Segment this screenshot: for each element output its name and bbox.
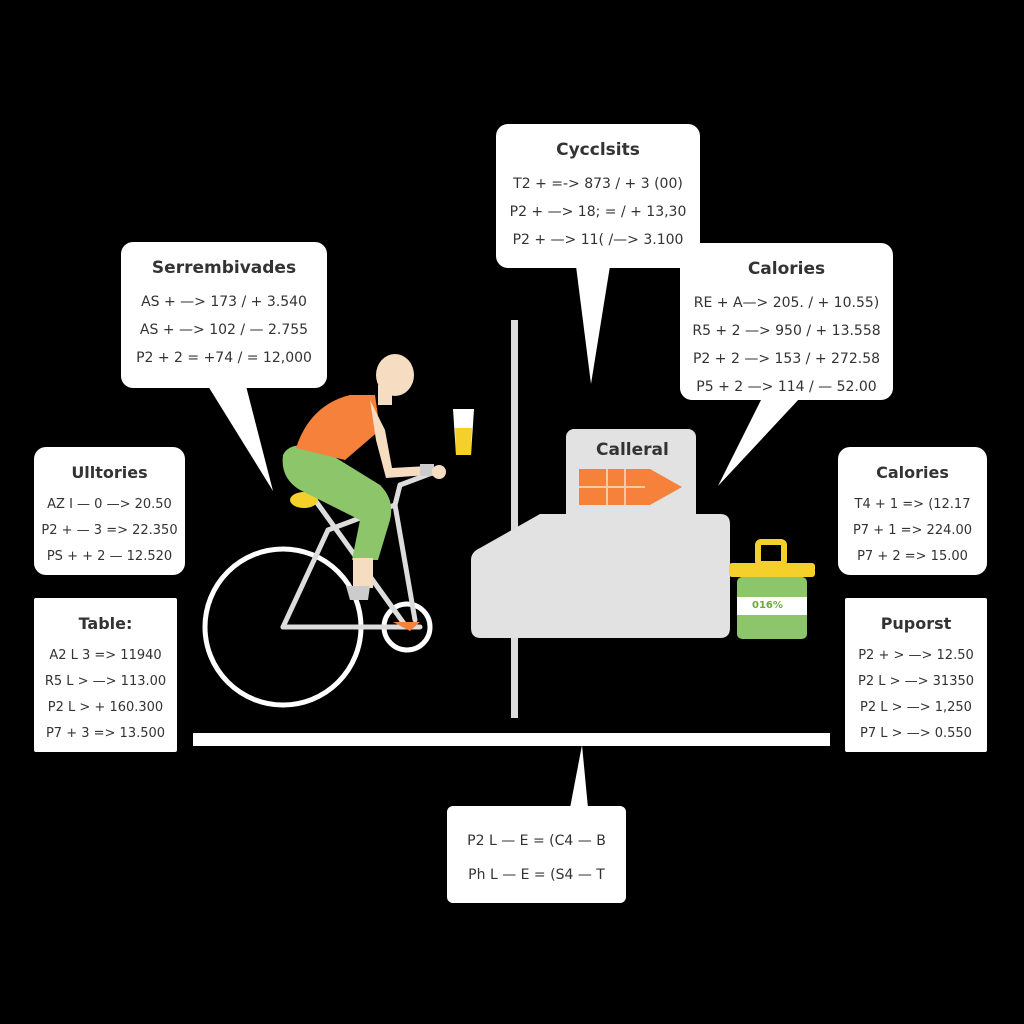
card-row: AS + —> 102 / — 2.755 [139,322,309,338]
card-row: AS + —> 173 / + 3.540 [141,294,307,310]
card-row: P2 + 2 —> 153 / + 272.58 [692,351,881,367]
card-row: P7 + 2 => 15.00 [857,549,968,564]
card-calories-top: Calories RE + A—> 205. / + 10.55) R5 + 2… [680,243,893,400]
card-row: T2 + =-> 873 / + 3 (00) [513,176,683,192]
card-row: PS + + 2 — 12.520 [46,549,173,564]
machine-label: Calleral [596,440,669,460]
card-row: RE + A—> 205. / + 10.55) [693,295,880,311]
card-table: Table: A2 L 3 => 11940 R5 L > —> 113.00 … [34,598,177,752]
card-row: P2 + —> 18; = / + 13,30 [509,204,687,220]
card-title: Calories [747,259,826,279]
card-title: Calories [876,463,949,482]
bin-label: 016% [752,600,783,611]
arrow-icon [579,469,682,505]
card-title: Table: [78,614,133,633]
card-row: A2 L 3 => 11940 [49,648,162,663]
card-row: P2 + —> 11( /—> 3.100 [512,232,684,248]
card-calories-right: Calories T4 + 1 => (12.17 P7 + 1 => 224.… [838,447,987,575]
card-row: P7 + 1 => 224.00 [852,523,973,538]
card-serrembivades: Serrembivades AS + —> 173 / + 3.540 AS +… [121,242,327,388]
card-row: P2 L > —> 1,250 [860,700,972,715]
card-row: P7 + 3 => 13.500 [45,726,166,741]
card-row: P5 + 2 —> 114 / — 52.00 [696,379,877,395]
drink-glass-icon [453,409,474,455]
card-row: T4 + 1 => (12.17 [854,497,971,512]
card-row: R5 L > —> 113.00 [44,674,167,689]
card-row: P2 L > —> 31350 [857,674,975,689]
card-ulltories: Ulltories AZ I — 0 —> 20.50 P2 + — 3 => … [34,447,185,575]
bicycle-icon [202,467,443,708]
callout-tail [576,266,610,384]
card-row: Ph L — E = (S4 — T [468,867,605,883]
card-row: P2 L > + 160.300 [47,700,164,715]
card-puporst: Puporst P2 + > —> 12.50 P2 L > —> 31350 … [845,598,987,752]
cyclist-figure [282,354,446,600]
machine-body [471,514,730,638]
card-row: P2 + — 3 => 22.350 [41,523,178,538]
card-bottom: P2 L — E = (C4 — B Ph L — E = (S4 — T [447,806,626,903]
card-row: P2 + > —> 12.50 [858,648,974,663]
callout-tail [208,386,273,491]
card-title: Serrembivades [151,258,297,278]
card-title: Ulltories [71,463,148,482]
vertical-pole [511,320,518,718]
card-row: R5 + 2 —> 950 / + 13.558 [692,323,881,339]
callout-tail [570,745,588,808]
bin-icon [729,539,815,639]
card-title: Cycclsits [556,140,640,160]
card-row: P7 L > —> 0.550 [860,726,972,741]
callout-tail [718,398,800,486]
card-row: AZ I — 0 —> 20.50 [47,497,172,512]
floor-bar [193,733,830,746]
card-row: P2 + 2 = +74 / = 12,000 [136,350,312,366]
card-title: Puporst [880,614,952,633]
card-row: P2 L — E = (C4 — B [467,833,606,849]
card-cyclists: Cycclsits T2 + =-> 873 / + 3 (00) P2 + —… [496,124,700,268]
